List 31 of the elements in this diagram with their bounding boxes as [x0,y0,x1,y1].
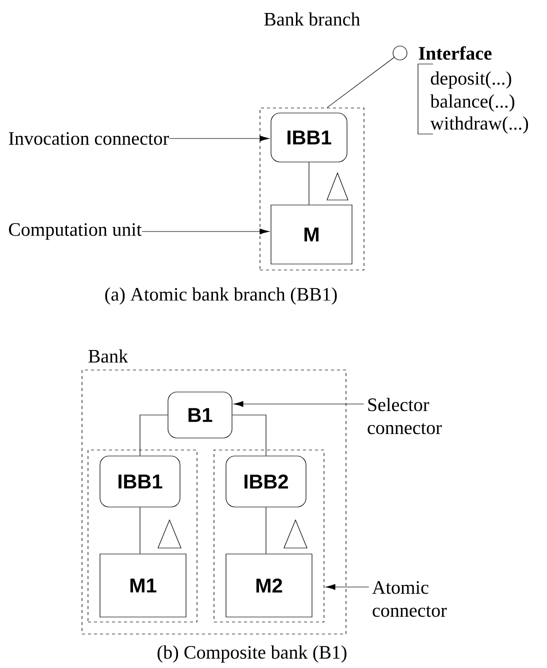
dashed-group-box [88,450,198,622]
connector-line [140,414,168,456]
interface-title: Interface [418,46,492,60]
connector-label: Selector connector [368,398,442,434]
connector-label: Invocation connector [8,132,169,145]
heading: Bank branch [264,12,360,26]
unit-box: M1 [100,554,186,618]
arrow [142,228,270,234]
method-name: balance(...) [430,94,514,112]
arrow [234,401,364,407]
caption: (b) Composite bank (B1) [158,645,346,663]
connector-line [326,57,394,108]
method-name: withdraw(...) [430,116,528,134]
unit-box: M [270,204,352,264]
connector-label: Computation unit [8,223,142,240]
rounded-box: B1 [168,392,232,438]
node-label: Bank [88,349,128,363]
unit-box: M2 [226,554,312,618]
dashed-group-box [260,108,364,270]
dashed-group-box [214,450,324,622]
connector-line [232,414,266,456]
rounded-box: IBB2 [226,456,306,508]
arrow [169,136,270,142]
rounded-box: IBB1 [270,112,348,162]
connector-label: Atomic connector [372,581,447,617]
rounded-box: IBB1 [100,456,180,508]
connector-line [308,162,310,205]
interface-circle [392,46,408,60]
caption: (a) Atomic bank branch (BB1) [105,287,337,305]
arrow [326,584,370,590]
method-name: deposit(...) [430,71,512,89]
